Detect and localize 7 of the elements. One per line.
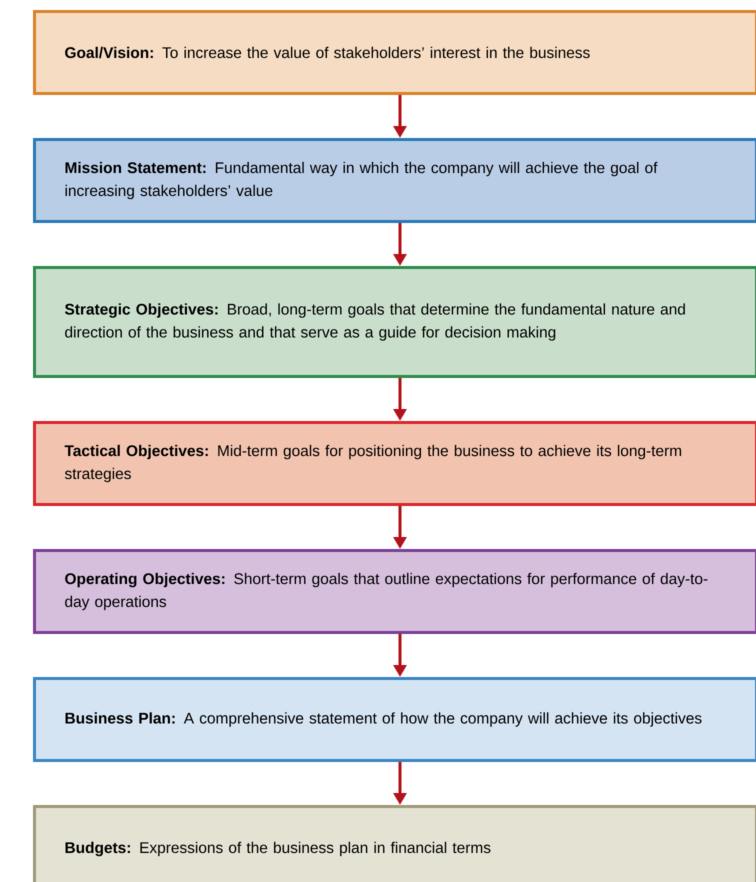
text-box: Budgets: Expressions of the business plan in financial terms — [33, 805, 756, 882]
text-box: Mission Statement: Fundamental way in which the company will achieve the goal of increasing stakeholders’ value — [33, 138, 756, 223]
text-box: Tactical Objectives: Mid-term goals for positioning the business to achieve its long-term strategies — [33, 421, 756, 506]
text-box: Strategic Objectives: Broad, long-term goals that determine the fundamental nature and direction of the business and that serve as a guide for decision making — [33, 266, 756, 378]
text-box: Business Plan: A comprehensive statement of how the company will achieve its objectives — [33, 677, 756, 762]
text-box: Operating Objectives: Short-term goals that outline expectations for performance of day-to-day operations — [33, 549, 756, 634]
text-box: Goal/Vision: To increase the value of stakeholders’ interest in the business — [33, 10, 756, 95]
